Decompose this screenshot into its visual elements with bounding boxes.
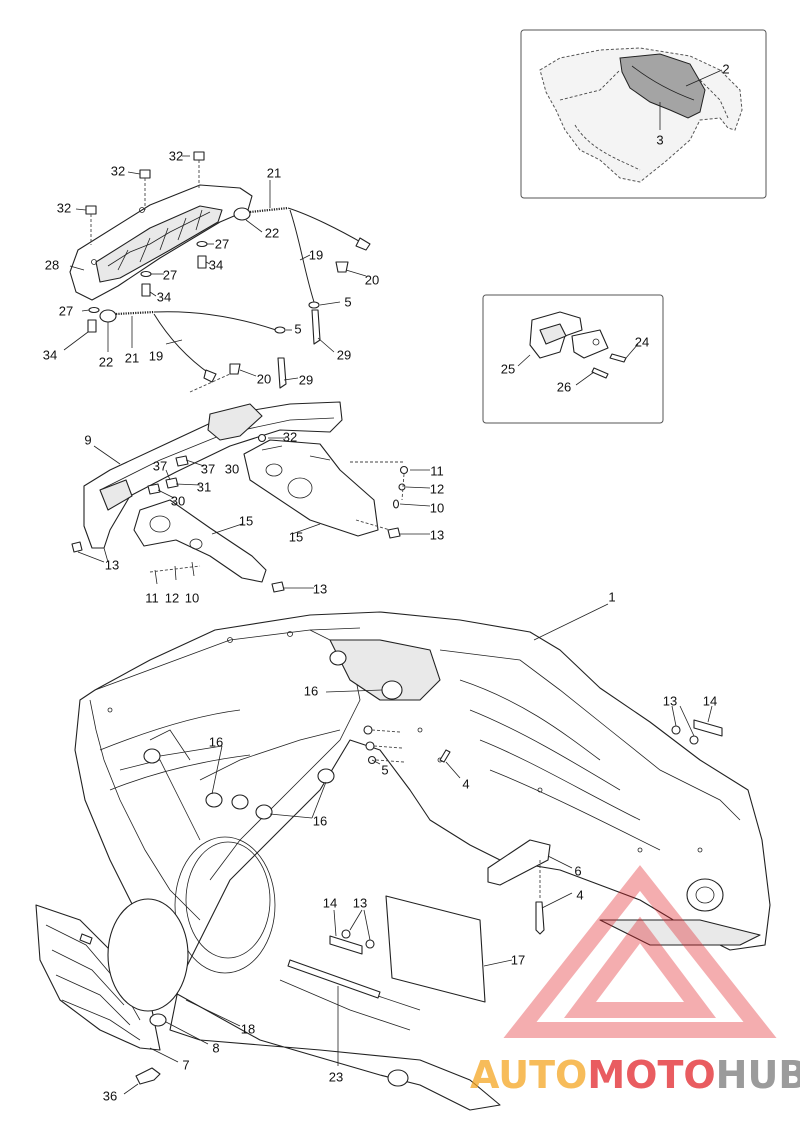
callout-23: 23: [329, 1069, 343, 1084]
callout-27: 27: [59, 303, 73, 318]
callout-25: 25: [501, 361, 515, 376]
inset-box-bracket: [482, 294, 664, 424]
callout-13: 13: [430, 527, 444, 542]
callout-16: 16: [313, 813, 327, 828]
callout-27: 27: [163, 267, 177, 282]
callout-32: 32: [57, 200, 71, 215]
callout-14: 14: [703, 693, 717, 708]
callout-4: 4: [462, 776, 469, 791]
rear-guard-upper: [63, 151, 371, 393]
callout-24: 24: [635, 334, 649, 349]
callout-5: 5: [294, 321, 301, 336]
callout-31: 31: [197, 479, 211, 494]
access-disc: [107, 898, 189, 1012]
callout-36: 36: [103, 1088, 117, 1103]
callout-16: 16: [304, 683, 318, 698]
watermark-text: AUTOMOTOHUB: [470, 1053, 800, 1097]
callout-34: 34: [43, 347, 57, 362]
rear-bumper-assembly: [71, 401, 431, 593]
callout-12: 12: [430, 481, 444, 496]
callout-19: 19: [309, 247, 323, 262]
callout-13: 13: [353, 895, 367, 910]
callout-6: 6: [574, 863, 581, 878]
callout-22: 22: [99, 354, 113, 369]
callout-30: 30: [171, 493, 185, 508]
plate-right: [671, 705, 723, 745]
callout-10: 10: [185, 590, 199, 605]
callout-14: 14: [323, 895, 337, 910]
callout-18: 18: [241, 1021, 255, 1036]
callout-37: 37: [153, 458, 167, 473]
callout-16: 16: [209, 734, 223, 749]
plate-left: [329, 909, 375, 955]
callout-20: 20: [257, 371, 271, 386]
side-cover: [35, 898, 241, 1095]
callout-21: 21: [267, 165, 281, 180]
grommets: [143, 650, 403, 820]
callout-19: 19: [149, 348, 163, 363]
callout-17: 17: [511, 952, 525, 967]
foam-pad: [385, 895, 486, 1003]
callout-5: 5: [344, 294, 351, 309]
main-tunnel: [74, 603, 771, 1111]
callout-7: 7: [182, 1057, 189, 1072]
rivets-washers: [363, 725, 573, 935]
callout-11: 11: [145, 590, 159, 605]
callout-15: 15: [239, 513, 253, 528]
callout-32: 32: [169, 148, 183, 163]
callout-22: 22: [265, 225, 279, 240]
callout-5: 5: [381, 762, 388, 777]
callout-15: 15: [289, 529, 303, 544]
callout-26: 26: [557, 379, 571, 394]
callout-21: 21: [125, 350, 139, 365]
callout-11: 11: [430, 463, 444, 478]
inset-box-liner: [520, 29, 767, 199]
callout-4: 4: [576, 887, 583, 902]
callout-13: 13: [313, 581, 327, 596]
callout-32: 32: [283, 429, 297, 444]
callout-34: 34: [157, 289, 171, 304]
callout-1: 1: [608, 589, 615, 604]
callout-8: 8: [212, 1040, 219, 1055]
watermark-logo: AUTOMOTOHUB: [470, 865, 800, 1097]
callout-10: 10: [430, 500, 444, 515]
callout-37: 37: [201, 461, 215, 476]
callout-9: 9: [84, 432, 91, 447]
callout-28: 28: [45, 257, 59, 272]
callout-2: 2: [722, 61, 729, 76]
callout-29: 29: [337, 347, 351, 362]
callout-20: 20: [365, 272, 379, 287]
callout-34: 34: [209, 257, 223, 272]
reflector-strip: [287, 959, 381, 1066]
callout-30: 30: [225, 461, 239, 476]
callout-13: 13: [105, 557, 119, 572]
callout-13: 13: [663, 693, 677, 708]
callout-12: 12: [165, 590, 179, 605]
callout-3: 3: [656, 132, 663, 147]
callout-labels: 1234455567891010111112121313131313141415…: [43, 61, 730, 1103]
callout-29: 29: [299, 372, 313, 387]
callout-27: 27: [215, 236, 229, 251]
callout-32: 32: [111, 163, 125, 178]
